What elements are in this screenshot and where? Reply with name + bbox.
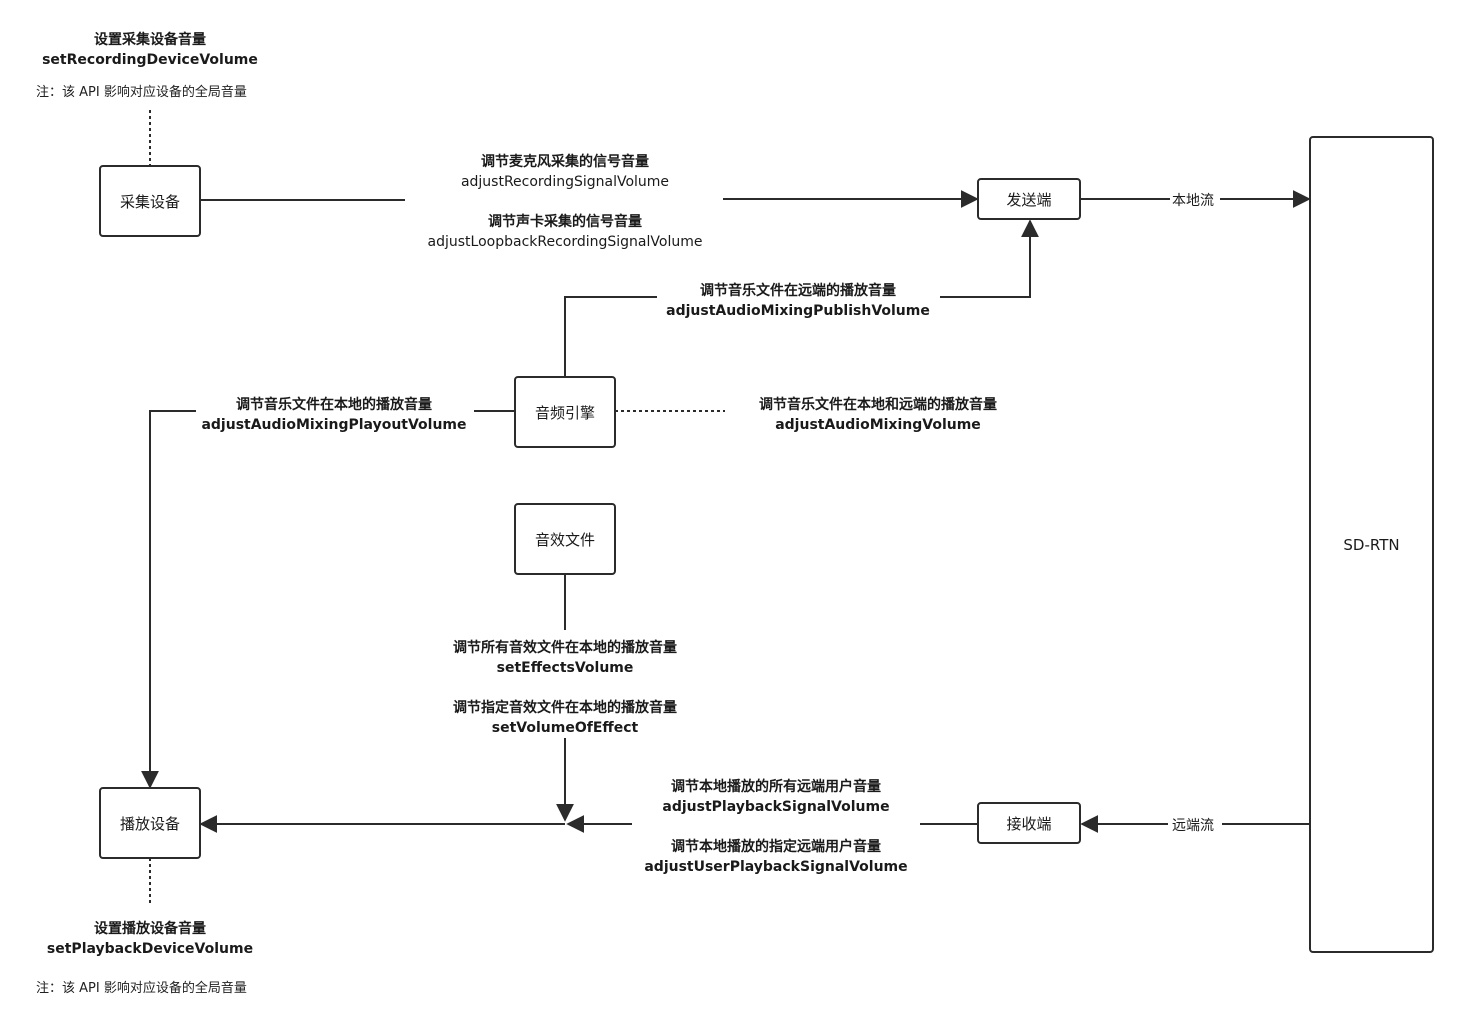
playback-device-note: 注：该 API 影响对应设备的全局音量 [36, 981, 247, 996]
receiver-node[interactable]: 接收端 [977, 802, 1081, 844]
recording-signal-label: 调节麦克风采集的信号音量 adjustRecordingSignalVolume [400, 152, 730, 192]
mixing-playout-api: adjustAudioMixingPlayoutVolume [201, 417, 467, 433]
remote-stream-label: 远端流 [1170, 815, 1216, 835]
audio-engine-node[interactable]: 音频引擎 [514, 376, 616, 448]
engine-to-playback-line [141, 410, 196, 789]
user-playback-signal-api: adjustUserPlaybackSignalVolume [644, 859, 908, 875]
recording-signal-cn: 调节麦克风采集的信号音量 [481, 154, 649, 170]
local-stream-label: 本地流 [1170, 190, 1216, 210]
playback-signal-api: adjustPlaybackSignalVolume [662, 799, 890, 815]
sender-node[interactable]: 发送端 [977, 178, 1081, 220]
effects-volume-api: setEffectsVolume [496, 660, 634, 676]
engine-to-sender-line-b [940, 219, 1039, 298]
sdrtn-node[interactable]: SD-RTN [1309, 136, 1434, 953]
effects-volume-label: 调节所有音效文件在本地的播放音量 setEffectsVolume [415, 638, 715, 678]
mixing-volume-cn: 调节音乐文件在本地和远端的播放音量 [759, 397, 997, 413]
loopback-signal-cn: 调节声卡采集的信号音量 [488, 214, 642, 230]
playback-device-node[interactable]: 播放设备 [99, 787, 201, 859]
mixing-volume-api: adjustAudioMixingVolume [775, 417, 981, 433]
loopback-signal-label: 调节声卡采集的信号音量 adjustLoopbackRecordingSigna… [390, 212, 740, 252]
mixing-playout-cn: 调节音乐文件在本地的播放音量 [236, 397, 432, 413]
recording-device-api: setRecordingDeviceVolume [42, 52, 258, 68]
volume-of-effect-label: 调节指定音效文件在本地的播放音量 setVolumeOfEffect [415, 698, 715, 738]
mixing-publish-api: adjustAudioMixingPublishVolume [666, 303, 930, 319]
mixing-playout-label: 调节音乐文件在本地的播放音量 adjustAudioMixingPlayoutV… [194, 395, 474, 435]
volume-of-effect-cn: 调节指定音效文件在本地的播放音量 [453, 700, 677, 716]
playback-device-cn: 设置播放设备音量 [94, 921, 206, 937]
capture-device-node[interactable]: 采集设备 [99, 165, 201, 237]
recording-signal-api: adjustRecordingSignalVolume [460, 174, 670, 190]
engine-to-sender-line-a [564, 296, 657, 377]
playback-signal-label: 调节本地播放的所有远端用户音量 adjustPlaybackSignalVolu… [631, 777, 921, 817]
playback-signal-cn: 调节本地播放的所有远端用户音量 [671, 779, 881, 795]
recording-device-note: 注：该 API 影响对应设备的全局音量 [36, 85, 247, 100]
loopback-signal-api: adjustLoopbackRecordingSignalVolume [427, 234, 703, 250]
mixing-volume-label: 调节音乐文件在本地和远端的播放音量 adjustAudioMixingVolum… [728, 395, 1028, 435]
effects-volume-cn: 调节所有音效文件在本地的播放音量 [453, 640, 677, 656]
effects-file-node[interactable]: 音效文件 [514, 503, 616, 575]
playback-device-label: 设置播放设备音量 setPlaybackDeviceVolume [20, 919, 280, 959]
mixing-publish-label: 调节音乐文件在远端的播放音量 adjustAudioMixingPublishV… [648, 281, 948, 321]
recording-device-cn: 设置采集设备音量 [94, 32, 206, 48]
playback-device-api: setPlaybackDeviceVolume [46, 941, 254, 957]
recording-device-label: 设置采集设备音量 setRecordingDeviceVolume [20, 30, 280, 70]
user-playback-signal-label: 调节本地播放的指定远端用户音量 adjustUserPlaybackSignal… [631, 837, 921, 877]
mixing-publish-cn: 调节音乐文件在远端的播放音量 [700, 283, 896, 299]
volume-of-effect-api: setVolumeOfEffect [491, 720, 639, 736]
user-playback-signal-cn: 调节本地播放的指定远端用户音量 [671, 839, 881, 855]
